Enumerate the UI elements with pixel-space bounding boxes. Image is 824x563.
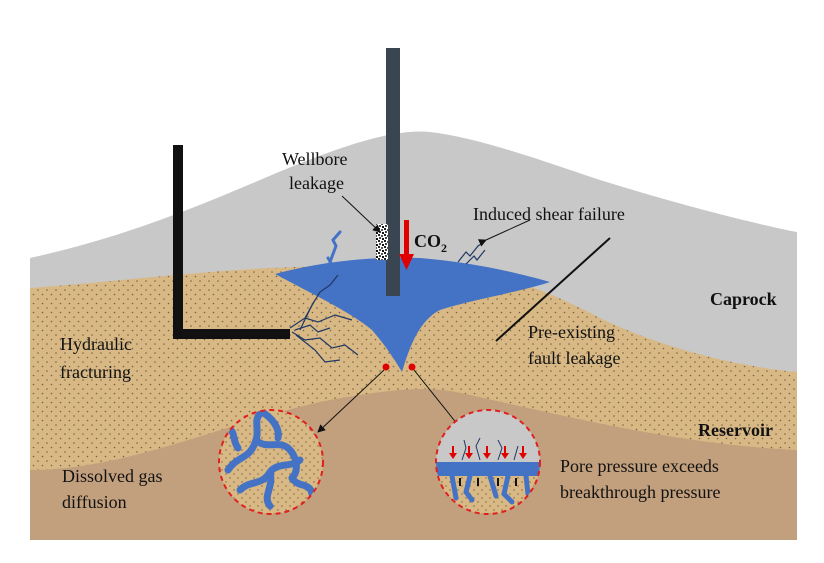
label-hydraulic-line2: fracturing xyxy=(60,362,131,382)
label-pore-line1: Pore pressure exceeds xyxy=(560,456,719,476)
leak-point-right xyxy=(408,363,416,371)
shear-arrow xyxy=(477,219,531,247)
label-fault-line1: Pre-existing xyxy=(528,322,615,342)
wellbore-arrow xyxy=(341,195,381,233)
pre-existing-fault xyxy=(495,237,611,342)
label-reservoir: Reservoir xyxy=(698,420,773,440)
injection-well xyxy=(386,48,400,296)
zoom-circle-pore-pressure xyxy=(435,409,541,515)
label-pore-line2: breakthrough pressure xyxy=(560,482,720,502)
label-co2: CO2 xyxy=(414,231,447,255)
label-dissolved-line1: Dissolved gas xyxy=(62,466,163,486)
base-layer xyxy=(30,388,797,540)
label-fault-line2: fault leakage xyxy=(528,348,620,368)
leak-point-left xyxy=(382,363,390,371)
zoom-arrow-right xyxy=(413,369,463,431)
co2-injection-arrow xyxy=(399,220,414,270)
label-caprock: Caprock xyxy=(710,289,777,309)
horizontal-well xyxy=(173,145,290,339)
hydraulic-fractures xyxy=(289,274,359,363)
label-wellbore-line2: leakage xyxy=(289,173,344,193)
co2-plume xyxy=(275,257,550,372)
zoom-arrow-left xyxy=(317,369,385,433)
label-induced-shear: Induced shear failure xyxy=(473,204,625,224)
wellbore-fractures xyxy=(326,230,342,272)
label-wellbore-line1: Wellbore xyxy=(282,149,348,169)
label-dissolved-line2: diffusion xyxy=(62,492,127,512)
label-hydraulic-line1: Hydraulic xyxy=(60,334,132,354)
wellbore-leak-patch xyxy=(376,224,388,260)
zoom-circle-diffusion xyxy=(218,409,324,515)
